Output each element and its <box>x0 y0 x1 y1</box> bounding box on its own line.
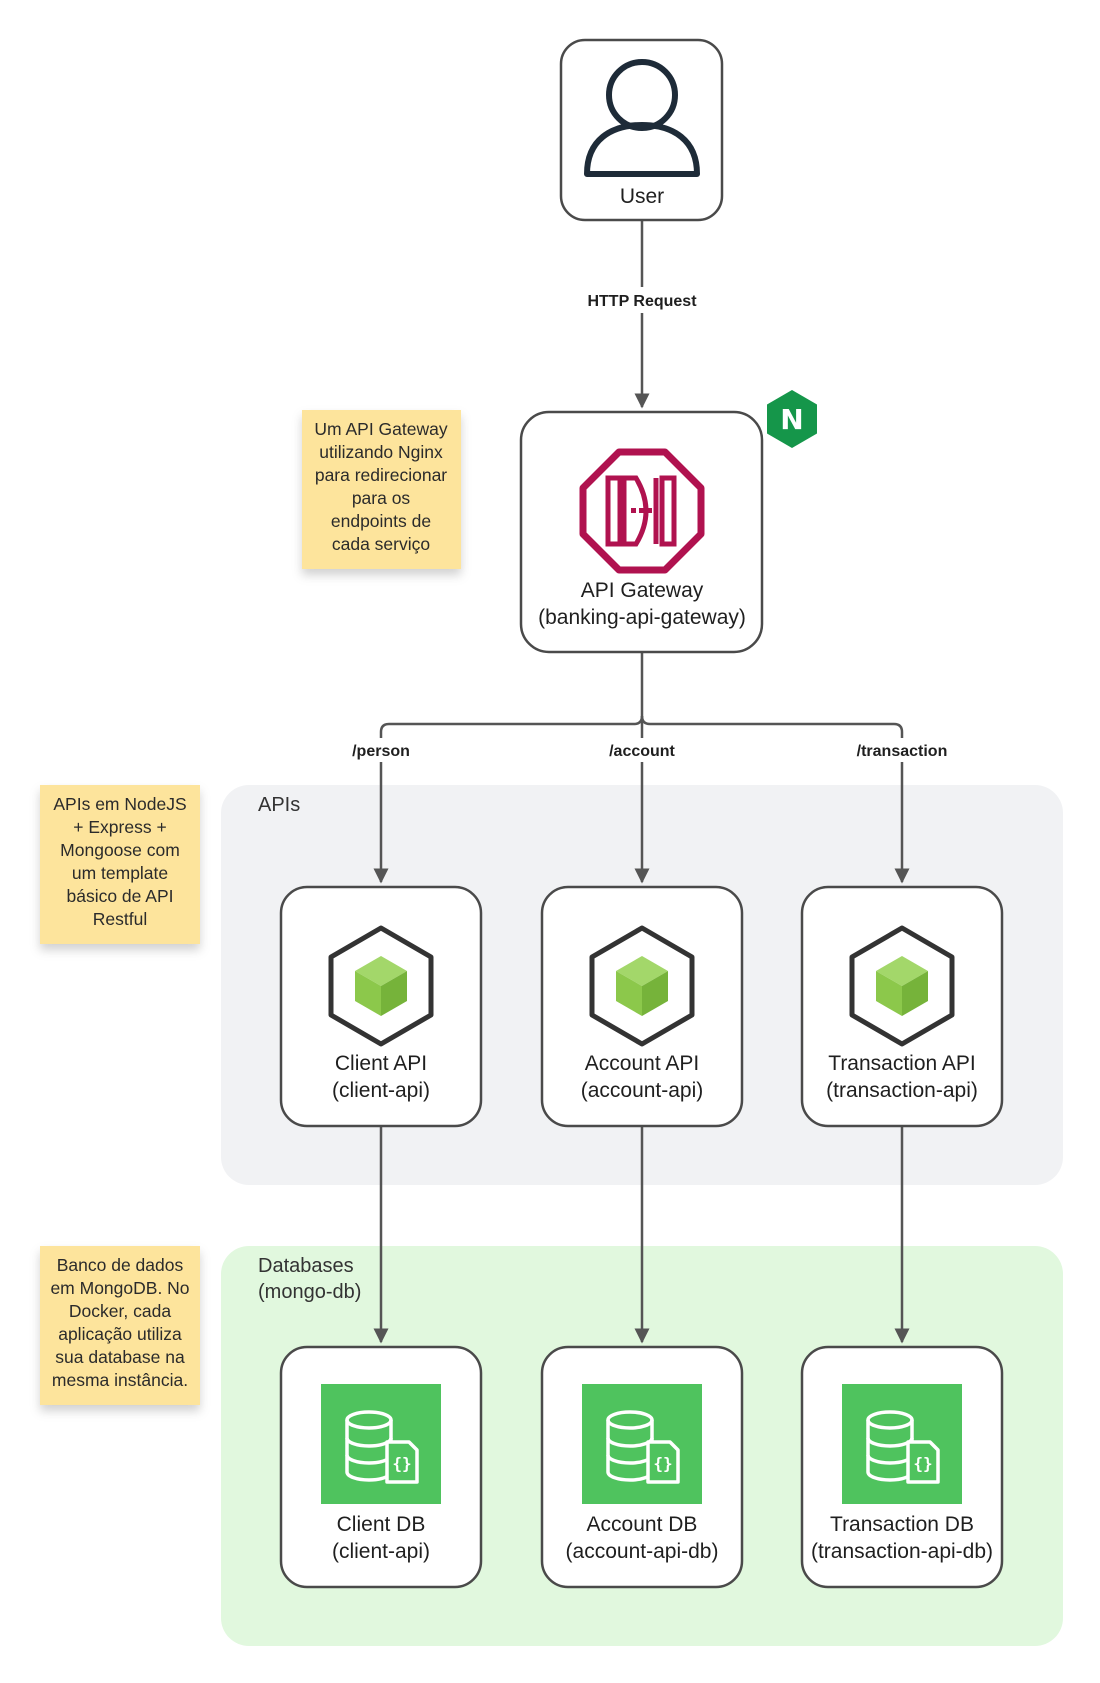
api-gateway-icon <box>579 448 705 574</box>
transaction-db-sublabel: (transaction-api-db) <box>811 1540 993 1563</box>
note-line: Banco de dados <box>57 1255 184 1275</box>
note-line: cada serviço <box>332 534 430 554</box>
apis-group-label: APIs <box>258 794 300 816</box>
note-line: para redirecionar <box>315 465 447 485</box>
edge-branch-left <box>373 715 644 884</box>
apis-note: APIs em NodeJS + Express + Mongoose com … <box>40 785 200 944</box>
account-db-sublabel: (account-api-db) <box>566 1540 719 1563</box>
edge-branch-right <box>640 715 910 884</box>
database-icon <box>840 1382 964 1506</box>
note-line: básico de API <box>66 886 173 906</box>
database-icon <box>580 1382 704 1506</box>
note-line: Um API Gateway <box>314 419 447 439</box>
note-line: um template <box>72 863 168 883</box>
transaction-db-node[interactable]: Transaction DB (transaction-api-db) <box>800 1345 1004 1589</box>
databases-group-label: Databases <box>258 1255 354 1277</box>
transaction-api-label: Transaction API <box>828 1052 975 1075</box>
transaction-api-node[interactable]: Transaction API (transaction-api) <box>800 885 1004 1128</box>
edge-label-bg-transaction <box>846 738 958 762</box>
client-db-node[interactable]: Client DB (client-api) <box>279 1345 483 1589</box>
edge-label-bg-http <box>572 287 712 313</box>
transaction-db-label: Transaction DB <box>830 1513 974 1536</box>
note-line: APIs em NodeJS <box>53 794 186 814</box>
edge-label-account: /account <box>609 743 675 760</box>
note-line: endpoints de <box>331 511 431 531</box>
client-db-label: Client DB <box>337 1513 426 1536</box>
database-icon <box>319 1382 443 1506</box>
transaction-api-sublabel: (transaction-api) <box>826 1079 978 1102</box>
edge-label-bg-account <box>596 738 688 762</box>
svg-text:N: N <box>780 403 803 436</box>
note-line: sua database na <box>55 1347 185 1367</box>
gateway-note: Um API Gateway utilizando Nginx para red… <box>302 410 461 569</box>
note-line: mesma instância. <box>52 1370 188 1390</box>
edge-label-bg-person <box>340 738 422 762</box>
note-line: Restful <box>93 909 147 929</box>
databases-group-sublabel: (mongo-db) <box>258 1281 361 1303</box>
note-line: utilizando Nginx <box>319 442 443 462</box>
client-api-label: Client API <box>335 1052 427 1075</box>
edge-label-transaction: /transaction <box>857 743 948 760</box>
user-label: User <box>620 185 664 208</box>
note-line: para os <box>352 488 411 508</box>
databases-note: Banco de dados em MongoDB. No Docker, ca… <box>40 1246 200 1405</box>
note-line: Mongoose com <box>60 840 180 860</box>
account-api-node[interactable]: Account API (account-api) <box>540 885 744 1128</box>
client-db-sublabel: (client-api) <box>332 1540 430 1563</box>
account-api-label: Account API <box>585 1052 699 1075</box>
client-api-sublabel: (client-api) <box>332 1079 430 1102</box>
note-line: Docker, cada <box>69 1301 171 1321</box>
account-api-sublabel: (account-api) <box>581 1079 704 1102</box>
account-db-label: Account DB <box>587 1513 698 1536</box>
api-gateway-label: API Gateway <box>581 579 704 602</box>
note-line: aplicação utiliza <box>58 1324 182 1344</box>
edge-label-person: /person <box>352 743 410 760</box>
client-api-node[interactable]: Client API (client-api) <box>279 885 483 1128</box>
account-db-node[interactable]: Account DB (account-api-db) <box>540 1345 744 1589</box>
user-node[interactable]: User <box>559 38 724 222</box>
note-line: + Express + <box>73 817 166 837</box>
nginx-logo-icon: N <box>767 390 817 448</box>
note-line: em MongoDB. No <box>50 1278 189 1298</box>
edge-label-http-request: HTTP Request <box>587 293 697 310</box>
user-icon <box>584 59 700 177</box>
api-gateway-sublabel: (banking-api-gateway) <box>538 606 746 629</box>
api-gateway-node[interactable]: API Gateway (banking-api-gateway) <box>519 410 764 654</box>
